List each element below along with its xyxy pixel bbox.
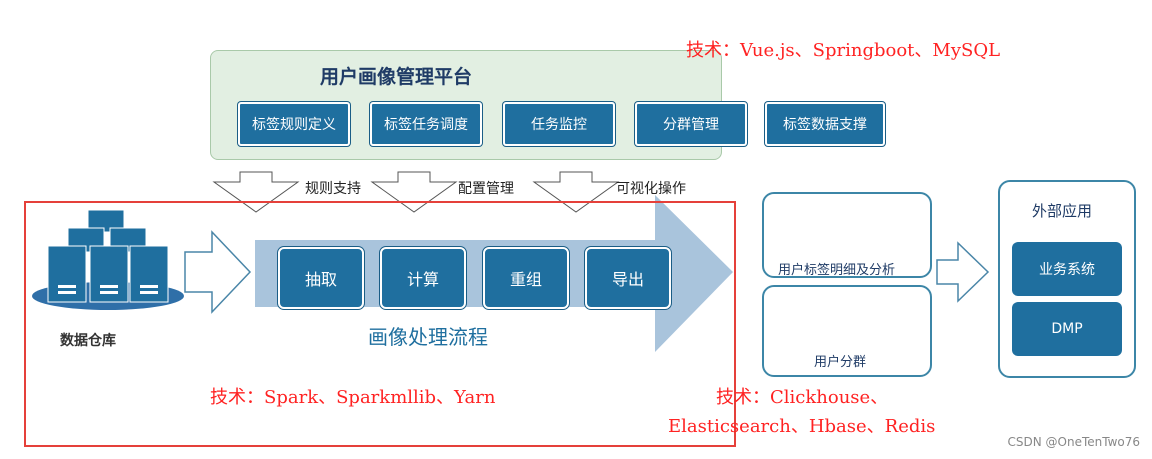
watermark: CSDN @OneTenTwo76 [1007,435,1140,449]
user-detail-box [762,192,932,278]
down-arrow-2 [370,171,458,213]
flow-label-visual: 可视化操作 [616,181,686,197]
process-label: 画像处理流程 [368,325,488,349]
outputs-tech-line1: 技术：Clickhouse、 [716,387,889,408]
process-tech-note: 技术：Spark、Sparkmllib、Yarn [210,387,496,408]
external-app-business: 业务系统 [1012,242,1122,296]
external-apps-title: 外部应用 [1032,202,1093,220]
process-step-extract: 抽取 [278,247,364,309]
outputs-tech-line2: Elasticsearch、Hbase、Redis [668,416,936,437]
flow-label-config: 配置管理 [458,181,514,197]
warehouse-arrow [184,230,252,314]
user-group-label: 用户分群 [814,355,867,370]
platform-button-rule: 标签规则定义 [238,102,350,146]
database-server-icon [32,209,184,310]
external-app-dmp: DMP [1012,302,1122,356]
process-step-export: 导出 [585,247,671,309]
platform-button-group: 分群管理 [635,102,747,146]
processing-highlight-box [24,201,736,447]
platform-title: 用户画像管理平台 [320,66,473,88]
process-step-compute: 计算 [380,247,466,309]
platform-tech-note: 技术：Vue.js、Springboot、MySQL [686,40,1001,61]
down-arrow-1 [212,171,300,213]
external-arrow [936,241,990,303]
platform-button-monitor: 任务监控 [503,102,615,146]
platform-button-schedule: 标签任务调度 [370,102,482,146]
process-step-reorganize: 重组 [483,247,569,309]
user-group-box [762,285,932,377]
warehouse-label: 数据仓库 [60,333,116,349]
platform-button-data: 标签数据支撑 [765,102,885,146]
down-arrow-3 [532,171,620,213]
user-detail-label: 用户标签明细及分析 [778,263,896,278]
flow-label-rule: 规则支持 [305,181,361,197]
